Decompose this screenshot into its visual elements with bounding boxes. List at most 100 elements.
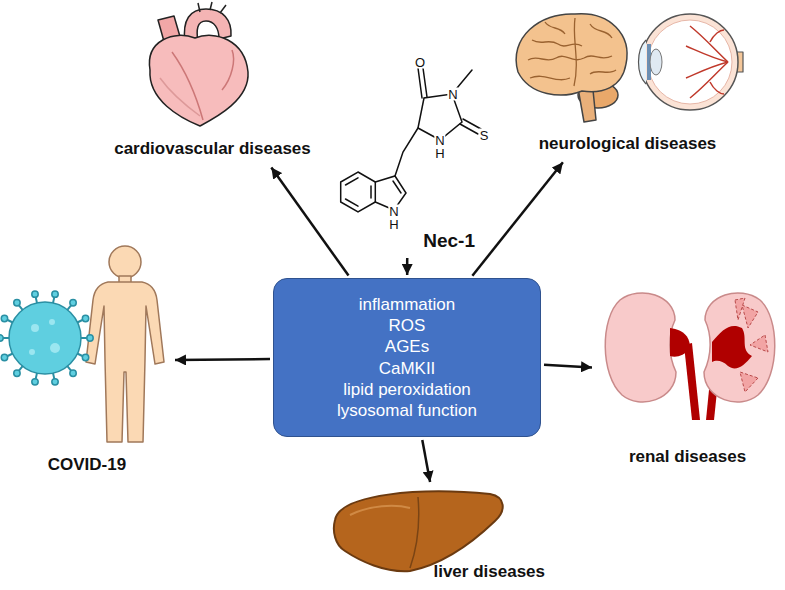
disease-label: cardiovascular diseases: [95, 5, 330, 165]
heart-illustration-part: [160, 78, 200, 116]
node-label: neurological diseases: [539, 134, 717, 154]
eye-illustration-part-part: [690, 26, 728, 62]
eye-illustration-part: [686, 26, 728, 98]
arrow-connector: [544, 365, 592, 368]
node-label: liver diseases: [433, 562, 545, 582]
atom-label: O: [414, 56, 426, 69]
heart-illustration-part: [222, 50, 234, 90]
virus-spike: [14, 300, 20, 306]
person-illustration-part: [86, 282, 164, 442]
node-label: cardiovascular diseases: [114, 139, 311, 159]
mechanism-item: lipid peroxidation: [343, 379, 471, 400]
mechanism-box: inflammationROSAGEsCaMKIIlipid peroxidat…: [273, 278, 541, 437]
disease-label: COVID-19: [2, 240, 172, 482]
virus-spike: [1, 354, 7, 360]
node-label: COVID-19: [48, 455, 126, 475]
atom-label: N: [434, 134, 445, 147]
virus-spike: [14, 370, 20, 376]
person-illustration-part: [109, 246, 141, 278]
kidney-illustration-part: [712, 326, 752, 368]
arrow-connector: [271, 167, 348, 275]
mechanism-item: ROS: [389, 315, 426, 336]
mechanism-item: AGEs: [385, 336, 429, 357]
liver-illustration: [334, 491, 503, 571]
virus-spike: [82, 354, 88, 360]
heart-illustration-part: [172, 52, 203, 120]
brain-illustration-part-part: [590, 70, 616, 74]
eye-illustration-part-part: [686, 62, 728, 78]
brain-illustration: [516, 14, 627, 122]
kidney-illustration-part: [670, 328, 690, 357]
atom-label: H: [434, 147, 445, 160]
virus-spike: [70, 370, 76, 376]
node-label: renal diseases: [629, 447, 746, 467]
eye-illustration: [639, 14, 744, 110]
virus-spike: [32, 379, 38, 385]
brain-illustration-part-part: [574, 18, 576, 86]
arrow-connector: [175, 359, 270, 360]
atom-label: N: [388, 205, 399, 218]
kidney-illustration-part-part: [735, 298, 745, 320]
disease-label: neurological diseases: [510, 3, 745, 160]
eye-illustration-part-part: [690, 62, 728, 98]
molecule-structure-part: [393, 181, 401, 193]
kidney-illustration-part: [605, 293, 676, 402]
atom-label: H: [388, 218, 399, 231]
brain-illustration-part: [528, 18, 616, 86]
molecule-structure-part: [341, 172, 376, 212]
disease-label: liver diseases: [320, 485, 560, 586]
virus-illustration-part: [50, 343, 60, 353]
heart-illustration-part: [198, 2, 226, 13]
heart-illustration: [149, 2, 248, 126]
eye-illustration-part-part: [686, 46, 728, 62]
kidney-illustration-part: [704, 293, 775, 402]
liver-illustration-part: [334, 491, 503, 571]
brain-illustration-part: [578, 88, 596, 122]
atom-label: S: [479, 129, 490, 142]
kidney-illustration-part-part: [742, 305, 758, 328]
eye-illustration-part: [639, 40, 647, 84]
molecule-structure-part: [418, 68, 427, 98]
eye-illustration-part: [650, 49, 662, 75]
heart-illustration-part: [149, 35, 248, 126]
virus-spike: [52, 291, 58, 297]
brain-illustration-part-part: [530, 76, 570, 79]
brain-illustration-part-part: [590, 24, 612, 38]
liver-illustration-part: [410, 497, 419, 568]
virus-illustration: [0, 291, 93, 385]
kidney-illustration-part-part: [750, 335, 768, 352]
virus-illustration-part: [0, 291, 93, 385]
eye-illustration-part: [648, 20, 732, 104]
kidney-illustration-part-part: [740, 372, 758, 392]
arrow-connector: [406, 258, 409, 275]
virus-spike: [70, 300, 76, 306]
brain-illustration-part: [516, 14, 627, 95]
molecule-structure-part: [395, 128, 418, 176]
virus-illustration-part: [49, 319, 55, 325]
eye-illustration-part: [642, 14, 738, 110]
virus-spike: [87, 335, 93, 341]
eye-illustration-part-part: [710, 82, 724, 94]
liver-illustration-part: [350, 506, 410, 515]
kidney-illustration-part: [684, 343, 700, 420]
virus-spike: [82, 315, 88, 321]
brain-illustration-part-part: [545, 22, 565, 34]
brain-illustration-part-part: [528, 56, 612, 60]
mechanism-item: CaMKII: [379, 358, 436, 379]
virus-spike: [0, 335, 3, 341]
virus-illustration-part: [29, 349, 35, 355]
eye-illustration-part-part: [710, 30, 724, 42]
arrow-connector: [422, 440, 430, 482]
virus-illustration-part: [9, 302, 81, 374]
arrow-connector: [472, 162, 563, 275]
kidney-illustration: [605, 293, 775, 420]
disease-label: renal diseases: [595, 270, 780, 475]
virus-spike: [32, 291, 38, 297]
drug-label: Nec-1: [335, 15, 480, 255]
atom-label: N: [447, 88, 458, 101]
virus-spike: [1, 315, 7, 321]
virus-illustration-part: [31, 324, 39, 332]
mechanism-item: inflammation: [359, 294, 455, 315]
molecule-structure-part: [346, 178, 372, 206]
